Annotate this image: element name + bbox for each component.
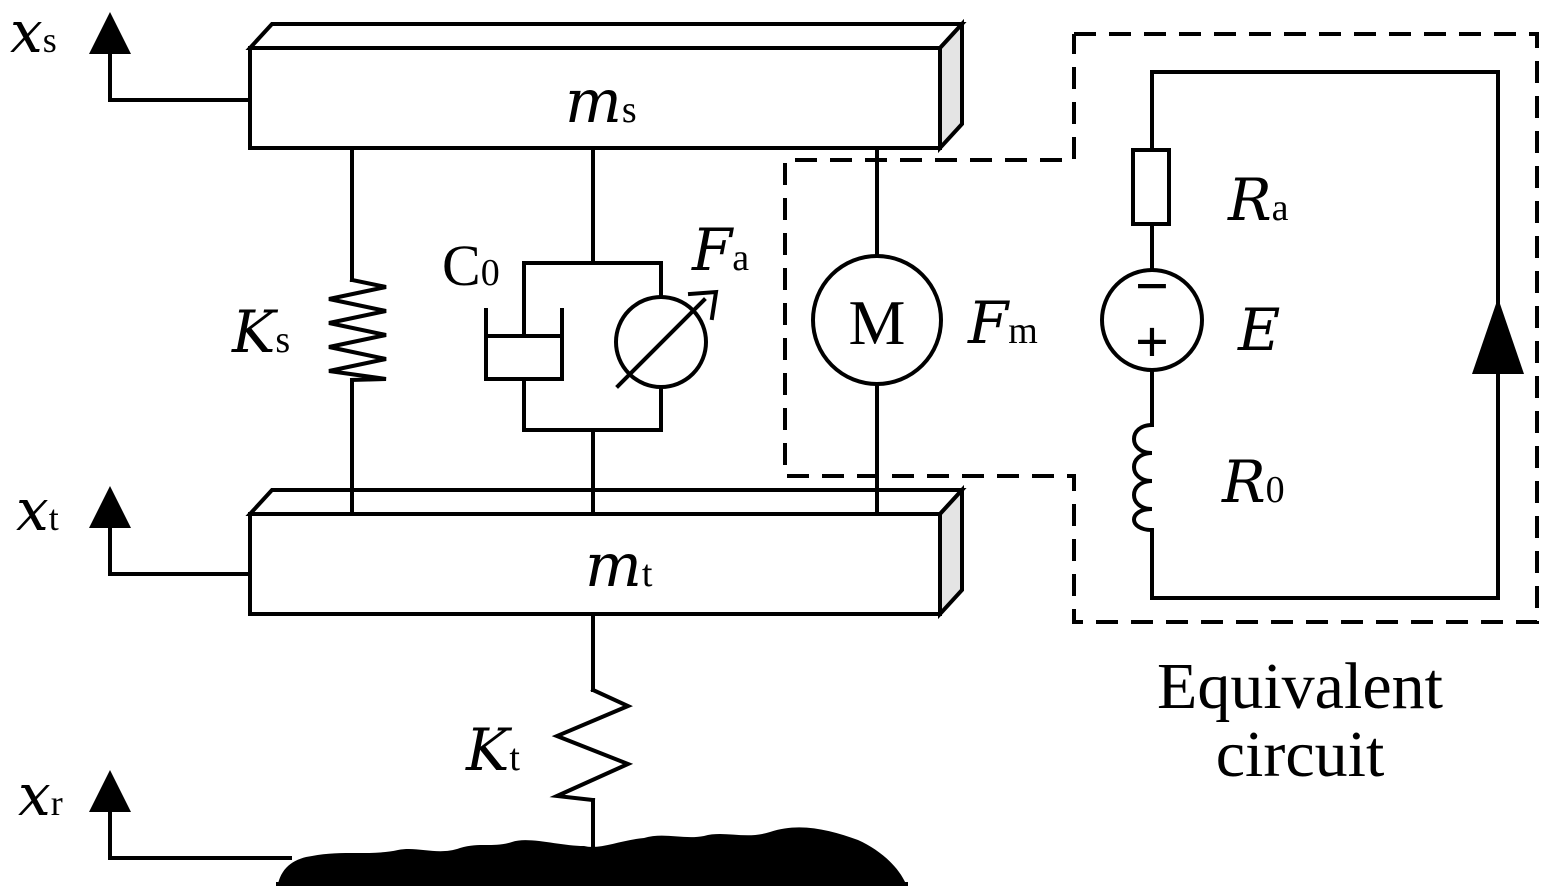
caption-line-1: Equivalent [1157, 650, 1443, 723]
label-ks: Ks [231, 298, 290, 366]
label-ms: ms [565, 67, 637, 137]
battery-e: − + [1100, 253, 1204, 375]
damper-actuator-assembly [522, 146, 663, 516]
label-kt: Kt [465, 716, 520, 784]
label-r0: R0 [1221, 448, 1285, 516]
circuit-wires [1150, 70, 1500, 600]
label-fa: Fa [691, 216, 749, 284]
damper-c0 [484, 261, 564, 432]
inductor-r0 [1132, 422, 1155, 533]
label-fm: Fm [967, 289, 1038, 357]
motor [811, 146, 943, 516]
spring-kt [549, 612, 634, 860]
label-xs: xs [10, 0, 57, 66]
label-mt: mt [585, 531, 653, 601]
unsprung-mass-block [245, 484, 967, 620]
label-xt: xt [16, 476, 59, 544]
label-xr: xr [18, 761, 63, 829]
label-motor: M [849, 287, 906, 358]
label-e: E [1237, 296, 1280, 364]
resistor-ra [1131, 148, 1171, 226]
xs-displacement-arrow [89, 12, 252, 102]
label-ra: Ra [1227, 166, 1289, 234]
actuator-fa [614, 261, 719, 432]
xr-displacement-arrow [89, 770, 292, 860]
spring-ks [328, 146, 387, 516]
battery-minus-sign: − [1135, 253, 1169, 319]
dashed-boundary [783, 32, 1539, 624]
xt-displacement-arrow [89, 486, 252, 576]
current-direction-arrow [1472, 298, 1524, 374]
battery-plus-sign: + [1135, 309, 1169, 375]
sprung-mass-block [245, 18, 967, 154]
caption-line-2: circuit [1216, 718, 1385, 791]
label-c0: C0 [442, 233, 500, 298]
